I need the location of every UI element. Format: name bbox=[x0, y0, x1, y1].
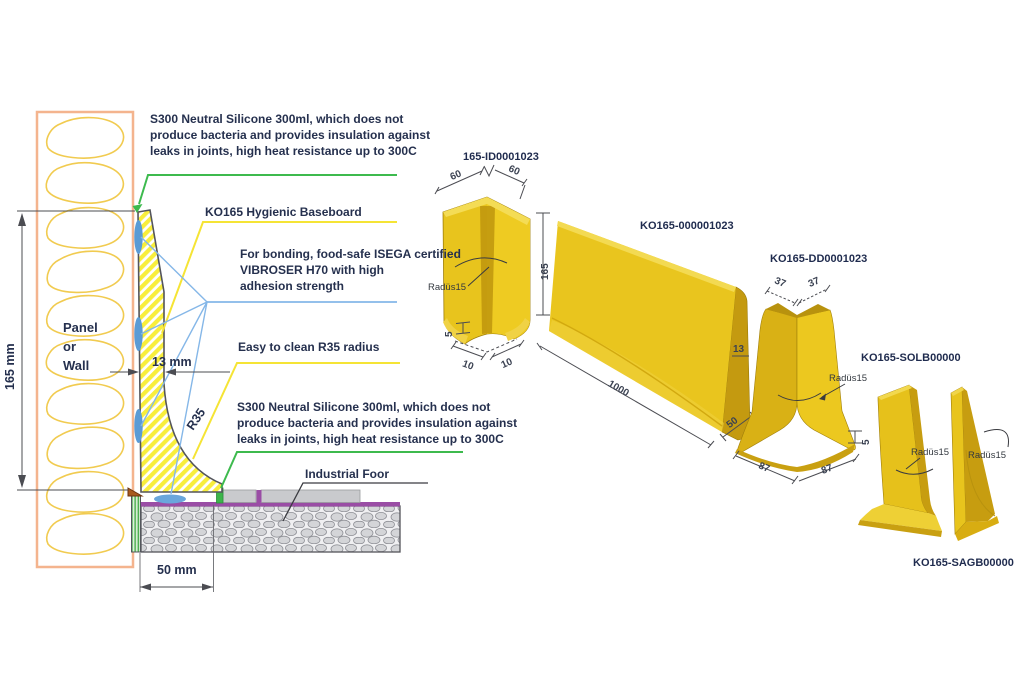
adhesive-dot bbox=[134, 220, 143, 254]
callout-bonding: For bonding, food-safe ISEGA certified V… bbox=[240, 246, 461, 294]
membrane-layer bbox=[141, 502, 400, 507]
product-end-cap-right: Radüs15 KO165-SAGB00000 bbox=[913, 386, 1014, 569]
panel-wall-label: Panel or Wall bbox=[63, 318, 98, 375]
radius-label: Radüs15 bbox=[829, 373, 867, 384]
dim-165: 165 bbox=[540, 263, 551, 280]
floor-tile bbox=[260, 489, 361, 503]
callout-silicone-top: S300 Neutral Silicone 300ml, which does … bbox=[150, 111, 430, 159]
leader-silicone-top bbox=[132, 174, 397, 213]
dimension-165mm: 165 mm bbox=[3, 210, 135, 491]
product-code: 165-ID0001023 bbox=[463, 151, 539, 163]
product-code: KO165-DD0001023 bbox=[770, 253, 867, 265]
dim-5: 5 bbox=[444, 331, 455, 337]
callout-line: adhesion strength bbox=[240, 279, 345, 293]
floor-tile bbox=[222, 489, 257, 503]
floor-assembly bbox=[127, 487, 401, 553]
leader-bonding bbox=[140, 236, 397, 495]
callout-line: For bonding, food-safe ISEGA certified bbox=[240, 247, 461, 261]
panel-label-line: or bbox=[63, 339, 76, 354]
dim-label-13mm: 13 mm bbox=[152, 355, 192, 369]
dim-37-right: 37 bbox=[807, 275, 822, 290]
radius-curve-mark bbox=[777, 392, 822, 401]
dim-37-left: 37 bbox=[773, 275, 788, 290]
tile-grout bbox=[256, 490, 262, 503]
radius-label: Radüs15 bbox=[911, 447, 949, 458]
adhesive-dot bbox=[134, 409, 143, 443]
outer-corner-base bbox=[735, 444, 855, 472]
concrete-layer bbox=[140, 505, 401, 553]
callout-line: produce bacteria and provides insulation… bbox=[237, 416, 518, 430]
product-code: KO165-000001023 bbox=[640, 220, 734, 232]
radius-curve-mark bbox=[454, 257, 508, 268]
radius-curve-mark bbox=[983, 429, 1009, 448]
adhesive-dots bbox=[134, 220, 143, 443]
leader-radius bbox=[192, 362, 400, 460]
radius-label: Radüs15 bbox=[968, 450, 1006, 461]
product-inner-corner: 165-ID0001023 Radüs15 60 60 165 5 bbox=[428, 151, 551, 373]
dim-60-right: 60 bbox=[507, 163, 522, 178]
dim-10-left: 10 bbox=[461, 359, 476, 373]
product-end-cap-left: KO165-SOLB00000 Radüs15 bbox=[858, 352, 961, 537]
outer-corner-right-face bbox=[796, 309, 856, 451]
leader-baseboard bbox=[161, 221, 397, 334]
dim-label-50mm: 50 mm bbox=[157, 563, 197, 577]
callout-line: S300 Neutral Silicone 300ml, which does … bbox=[150, 112, 404, 126]
leader-floor bbox=[282, 482, 428, 522]
callout-line: VIBROSER H70 with high bbox=[240, 263, 385, 277]
dimension-50mm: 50 mm bbox=[139, 505, 214, 592]
product-straight: KO165-000001023 1000 50 13 bbox=[536, 220, 757, 449]
radius-curve-mark bbox=[895, 468, 934, 475]
callout-radius: Easy to clean R35 radius bbox=[238, 340, 380, 354]
callout-silicone-bottom: S300 Neutral Silicone 300ml, which does … bbox=[237, 399, 517, 447]
adhesive-dot bbox=[134, 317, 143, 351]
leader-silicone-bottom bbox=[220, 451, 463, 489]
dim-10-right: 10 bbox=[500, 356, 515, 371]
expansion-strip bbox=[131, 495, 141, 553]
dim-5: 5 bbox=[861, 439, 872, 445]
wall-panel bbox=[35, 110, 135, 569]
product-code: KO165-SAGB00000 bbox=[913, 557, 1014, 569]
dim-87-left: 87 bbox=[757, 460, 772, 475]
panel-label-line: Panel bbox=[63, 320, 98, 335]
callout-line: leaks in joints, high heat resistance up… bbox=[150, 144, 417, 158]
radius-r35-label: R35 bbox=[184, 406, 208, 433]
dim-13: 13 bbox=[733, 344, 745, 355]
callout-floor: Industrial Foor bbox=[305, 467, 389, 481]
callout-line: produce bacteria and provides insulation… bbox=[150, 128, 431, 142]
dimension-13mm: 13 mm bbox=[110, 355, 230, 376]
adhesive-bead-bottom bbox=[154, 494, 186, 504]
callout-baseboard: KO165 Hygienic Baseboard bbox=[205, 205, 362, 219]
product-outer-corner: KO165-DD0001023 Radüs15 37 37 87 87 5 bbox=[732, 253, 872, 485]
product-code: KO165-SOLB00000 bbox=[861, 352, 961, 364]
dim-label-165mm: 165 mm bbox=[3, 343, 17, 390]
corner-wedge bbox=[127, 487, 144, 497]
callout-line: leaks in joints, high heat resistance up… bbox=[237, 432, 504, 446]
dim-87-right: 87 bbox=[820, 462, 835, 476]
dim-60-left: 60 bbox=[449, 168, 464, 183]
outer-corner-left-face bbox=[737, 308, 798, 454]
radius-label: Radüs15 bbox=[428, 282, 466, 293]
callout-line: S300 Neutral Silicone 300ml, which does … bbox=[237, 400, 491, 414]
panel-label-line: Wall bbox=[63, 358, 90, 373]
